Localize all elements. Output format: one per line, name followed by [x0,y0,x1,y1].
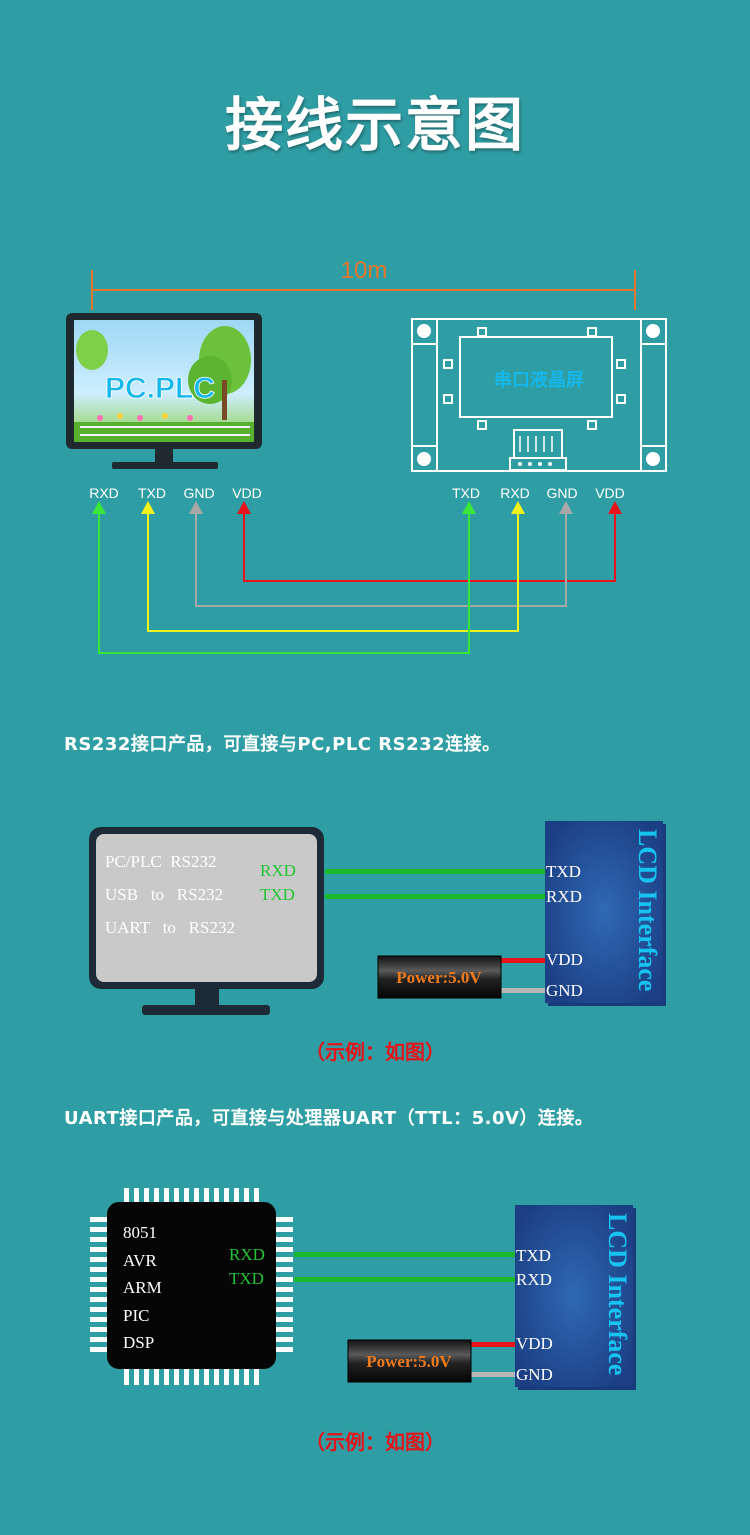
distance-dimension: 10m [91,257,636,310]
pc-pin-vdd: VDD [232,485,262,501]
lcd-pin-rxd: RXD [546,887,582,906]
chip-line-1: 8051 [123,1223,157,1242]
processor-chip [90,1188,293,1385]
arrow-gray-pc [189,501,203,514]
monitor-line-1: PC/PLC RS232 [105,852,217,871]
wire-vdd [500,958,545,963]
pc-pin-txd: TXD [138,485,166,501]
pc-pin-gnd: GND [183,485,214,501]
lcd-pin-txd: TXD [516,1246,551,1265]
caption-uart: UART接口产品，可直接与处理器UART（TTL：5.0V）连接。 [64,1108,594,1129]
lcd-pin-vdd: VDD [516,1334,553,1353]
lcd-pin-rxd: RXD [500,485,530,501]
wire-gnd [500,988,545,993]
power-label: Power:5.0V [396,968,482,987]
chip-txd-label: TXD [229,1269,264,1288]
power-label: Power:5.0V [366,1352,452,1371]
lcd-pin-rxd: RXD [516,1270,552,1289]
lcd-pin-txd: TXD [546,862,581,881]
chip-rxd-label: RXD [229,1245,265,1264]
lcd-interface-title: LCD Interface [633,829,662,991]
monitor-line-3: UART to RS232 [105,918,235,937]
monitor-line-2: USB to RS232 [105,885,223,904]
pc-monitor-rs232 [89,827,324,1015]
pc-pin-rxd: RXD [89,485,119,501]
wiring-diagram-rs232: PC/PLC RS232 USB to RS232 UART to RS232 … [89,821,666,1015]
distance-label: 10m [341,257,388,284]
lcd-pin-vdd: VDD [546,950,583,969]
wiring-diagram-uart: 8051 AVR ARM PIC DSP RXD TXD Power:5.0V … [90,1188,636,1390]
arrow-red-pc [237,501,251,514]
arrow-yellow-pc [141,501,155,514]
wire-red [243,510,616,582]
wire-txd [294,1252,515,1257]
wire-rxd [294,1277,515,1282]
chip-line-3: ARM [123,1278,162,1297]
chip-line-5: DSP [123,1333,154,1352]
arrow-gray-lcd [559,501,573,514]
chip-line-2: AVR [123,1251,157,1270]
example-caption-1: （示例：如图） [305,1040,445,1064]
pc-monitor: PC.PLC [66,313,262,469]
arrow-yellow-lcd [511,501,525,514]
wire-gnd [470,1372,515,1377]
monitor-label: PC.PLC [105,372,215,405]
lcd-interface-title: LCD Interface [603,1213,632,1375]
arrow-green-pc [92,501,106,514]
page-title: 接线示意图 [224,91,525,159]
wire-yellow [147,510,519,632]
lcd-interface-board [545,821,666,1006]
wire-vdd [470,1342,515,1347]
caption-rs232: RS232接口产品，可直接与PC,PLC RS232连接。 [64,734,501,755]
power-supply: Power:5.0V [347,1339,472,1383]
wire-rxd [325,894,545,899]
example-caption-2: （示例：如图） [305,1430,445,1454]
lcd-pin-vdd: VDD [595,485,625,501]
chip-line-4: PIC [123,1306,149,1325]
lcd-pin-gnd: GND [546,981,583,1000]
arrow-red-lcd [608,501,622,514]
wire-gray [195,510,567,607]
pc-rxd-label: RXD [260,861,296,880]
wire-green [98,510,470,654]
pc-txd-label: TXD [260,885,295,904]
lcd-pin-gnd: GND [546,485,577,501]
power-supply: Power:5.0V [377,955,502,999]
lcd-interface-board [515,1205,636,1390]
lcd-pin-gnd: GND [516,1365,553,1384]
module-label: 串口液晶屏 [494,369,584,390]
serial-lcd-module [411,318,667,472]
lcd-pin-txd: TXD [452,485,480,501]
arrow-green-lcd [462,501,476,514]
wiring-diagram-rs232-distance: 10m PC.PLC [66,257,667,654]
wire-txd [325,869,545,874]
